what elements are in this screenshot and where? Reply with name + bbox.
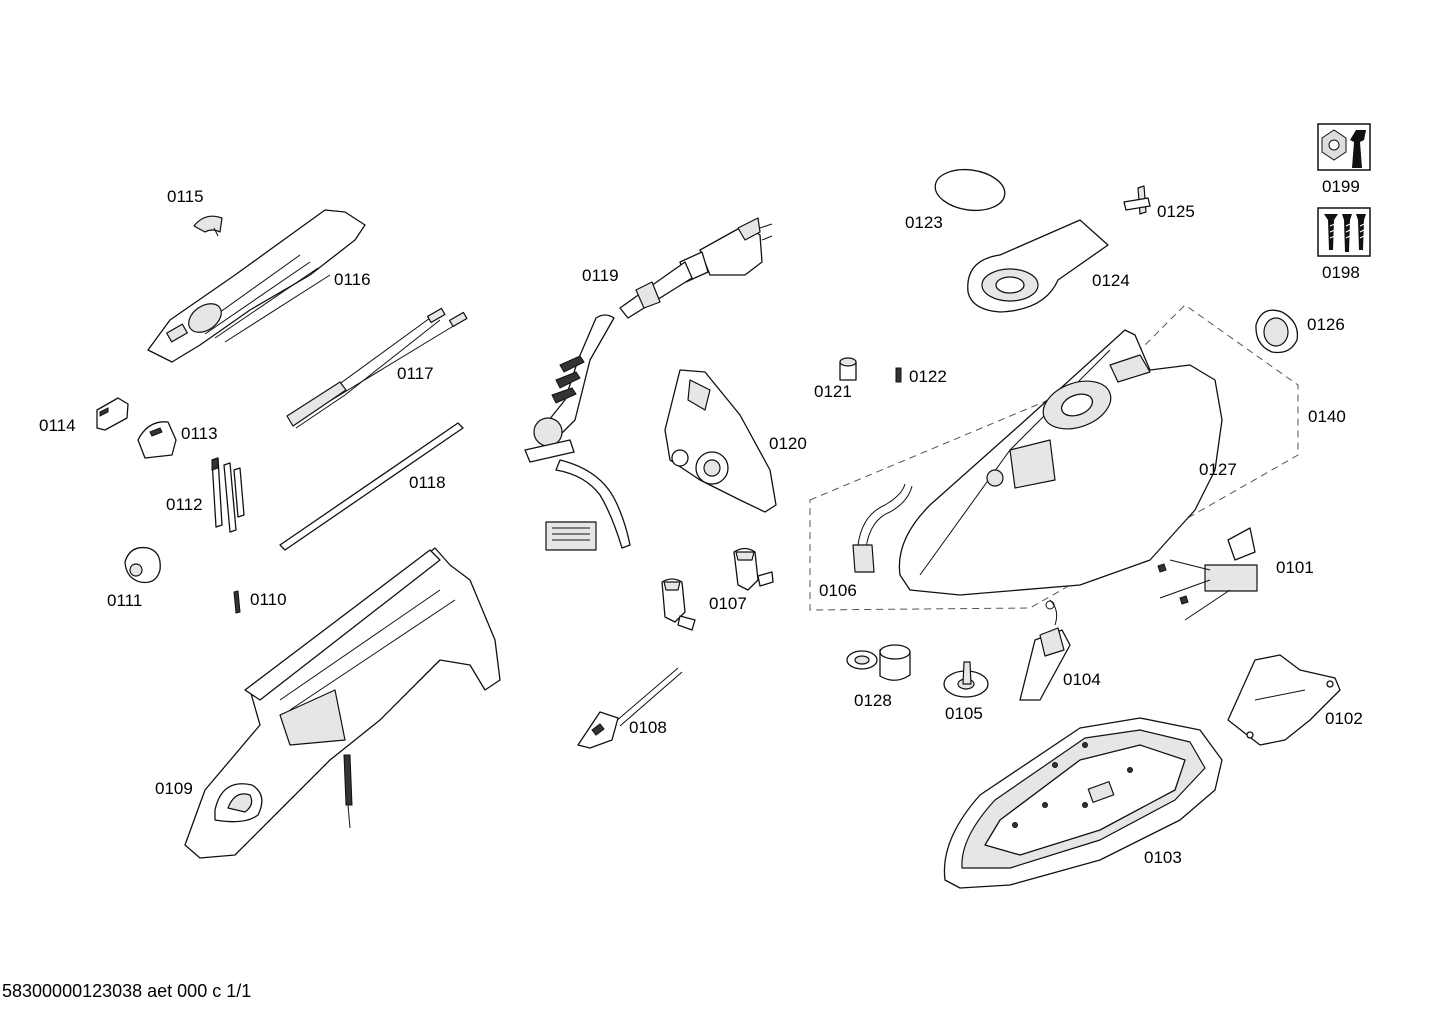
part-0121-nut — [839, 357, 857, 381]
part-0105-thermostat-disc — [943, 661, 989, 698]
label-0122: 0122 — [909, 367, 947, 386]
part-0114-button — [96, 397, 129, 431]
label-0114: 0114 — [39, 416, 76, 435]
part-0115-clip — [193, 215, 223, 237]
part-0127-iron-body — [898, 329, 1223, 596]
part-0102-bracket — [1227, 654, 1341, 746]
label-0105: 0105 — [945, 704, 983, 723]
label-0112: 0112 — [166, 495, 203, 514]
label-0198: 0198 — [1322, 263, 1360, 282]
part-0126-ring — [1255, 309, 1299, 354]
part-0107-valves — [661, 547, 774, 631]
part-0128-rings — [846, 644, 911, 681]
part-0103-soleplate — [943, 717, 1223, 889]
label-0108: 0108 — [629, 718, 667, 737]
label-0116: 0116 — [334, 270, 371, 289]
part-0109-housing — [184, 547, 501, 859]
part-0125-fitting — [1123, 185, 1151, 215]
label-0125: 0125 — [1157, 202, 1195, 221]
label-0118: 0118 — [409, 473, 446, 492]
part-0113-button — [137, 421, 177, 459]
label-0123: 0123 — [905, 213, 943, 232]
part-0104-thermostat — [1019, 599, 1071, 701]
label-0199: 0199 — [1322, 177, 1360, 196]
tool-wrench-nut-icon — [1317, 123, 1371, 171]
label-0115: 0115 — [167, 187, 204, 206]
part-0123-disc — [934, 168, 1006, 212]
label-0117: 0117 — [397, 364, 434, 383]
part-0117-wire-harness — [286, 307, 468, 429]
label-0126: 0126 — [1307, 315, 1345, 334]
label-0111: 0111 — [107, 591, 142, 610]
part-0120-water-tank — [664, 369, 777, 513]
label-0102: 0102 — [1325, 709, 1363, 728]
part-0124-tank-cover — [967, 219, 1109, 313]
part-0101-wiring — [1157, 527, 1258, 621]
label-0106: 0106 — [819, 581, 857, 600]
part-0116-handle-cover — [147, 209, 366, 363]
label-0120: 0120 — [769, 434, 807, 453]
screws-icon — [1317, 207, 1371, 257]
part-0106-tube — [852, 483, 913, 573]
part-0118-rod — [279, 422, 464, 551]
label-0107: 0107 — [709, 594, 747, 613]
label-0110: 0110 — [250, 590, 287, 609]
part-0122-pin — [895, 367, 902, 383]
label-0124: 0124 — [1092, 271, 1130, 290]
label-0103: 0103 — [1144, 848, 1182, 867]
part-0111-knob — [124, 546, 161, 584]
label-0121: 0121 — [814, 382, 852, 401]
label-0113: 0113 — [181, 424, 218, 443]
label-0119: 0119 — [582, 266, 619, 285]
part-0108-probe — [577, 667, 683, 749]
part-0110-spring — [233, 590, 241, 614]
label-0109: 0109 — [155, 779, 193, 798]
part-0112-pins — [211, 457, 245, 533]
label-0140: 0140 — [1308, 407, 1346, 426]
label-0128: 0128 — [854, 691, 892, 710]
label-0101: 0101 — [1276, 558, 1314, 577]
label-0104: 0104 — [1063, 670, 1101, 689]
label-0127: 0127 — [1199, 460, 1237, 479]
drawing-number-footer: 58300000123038 aet 000 c 1/1 — [2, 981, 252, 1001]
part-0119-power-cord — [524, 217, 773, 551]
